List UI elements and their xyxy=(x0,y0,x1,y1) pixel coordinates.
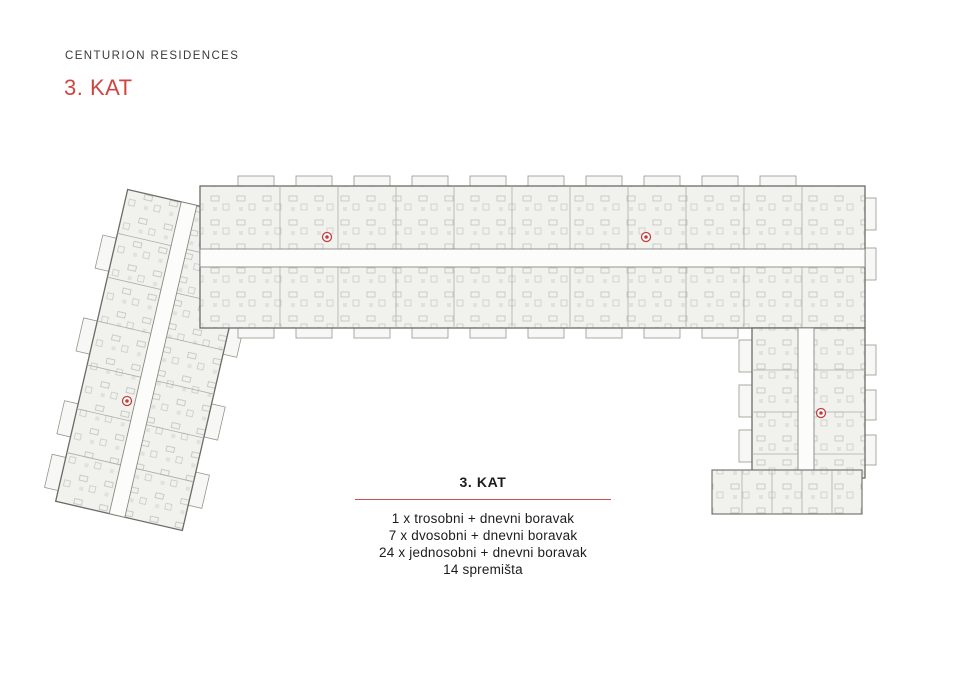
project-name: CENTURION RESIDENCES xyxy=(65,50,240,62)
legend-line: 24 x jednosobni + dnevni boravak xyxy=(379,545,587,561)
legend-title: 3. KAT xyxy=(459,474,507,490)
stair-marker-icon xyxy=(815,407,827,419)
legend: 3. KAT 1 x trosobni + dnevni boravak 7 x… xyxy=(333,474,633,579)
stair-marker-icon xyxy=(321,231,333,243)
page-title: 3. KAT xyxy=(64,75,133,100)
right-wing xyxy=(711,327,877,515)
legend-line: 1 x trosobni + dnevni boravak xyxy=(391,511,575,526)
top-wing xyxy=(199,175,877,339)
stair-marker-icon xyxy=(121,395,133,407)
legend-line: 7 x dvosobni + dnevni boravak xyxy=(388,528,578,544)
legend-divider xyxy=(355,499,611,500)
stair-marker-icon xyxy=(640,231,652,243)
legend-line: 14 spremišta xyxy=(443,562,523,578)
